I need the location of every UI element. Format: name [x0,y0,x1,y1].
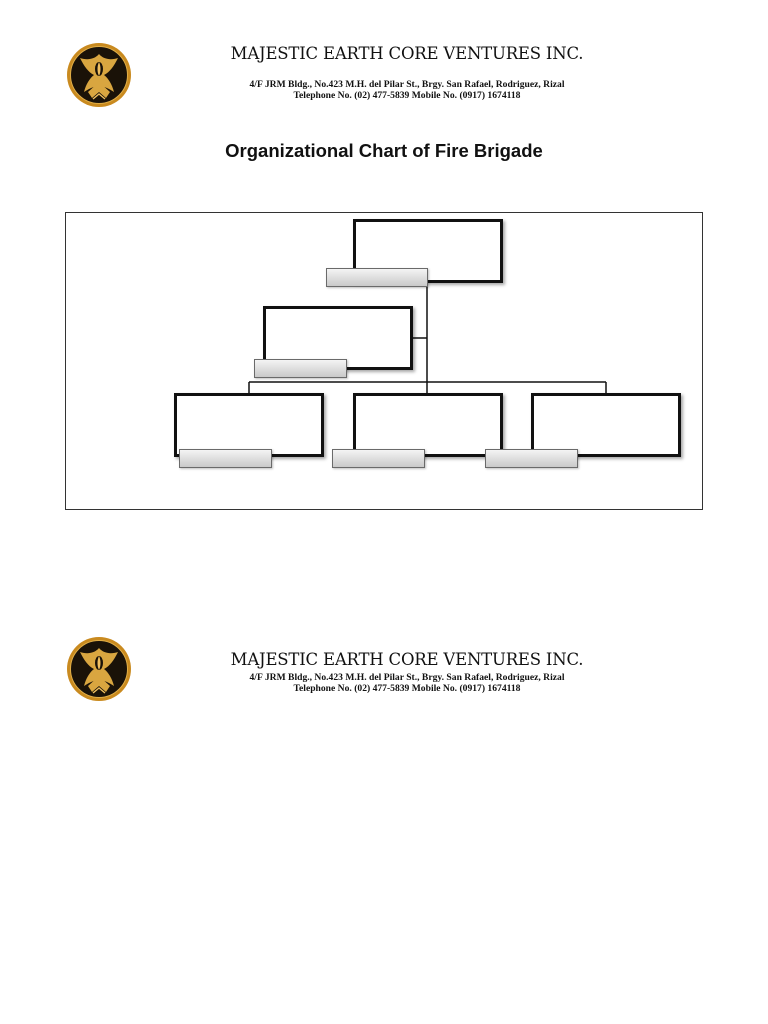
company-logo-icon [66,636,132,702]
company-phone: Telephone No. (02) 477-5839 Mobile No. (… [293,683,521,694]
letterhead-top: MAJESTIC EARTH CORE VENTURES INC. 4/F JR… [0,42,768,122]
org-label-middle[interactable] [254,359,347,378]
org-chart-frame [65,212,703,510]
org-label-bottom-left[interactable] [179,449,272,468]
company-logo-icon [66,42,132,108]
org-box-bottom-right[interactable] [531,393,681,457]
org-chart-connectors [248,281,607,394]
org-box-bottom-center[interactable] [353,393,503,457]
company-address: 4/F JRM Bldg., No.423 M.H. del Pilar St.… [249,79,565,90]
company-address: 4/F JRM Bldg., No.423 M.H. del Pilar St.… [249,672,565,683]
company-name: MAJESTIC EARTH CORE VENTURES INC. [230,44,584,63]
page-title: Organizational Chart of Fire Brigade [225,140,543,161]
org-label-bottom-right[interactable] [485,449,578,468]
company-phone: Telephone No. (02) 477-5839 Mobile No. (… [293,90,521,101]
org-label-top[interactable] [326,268,428,287]
company-name: MAJESTIC EARTH CORE VENTURES INC. [230,650,584,669]
letterhead-bottom: MAJESTIC EARTH CORE VENTURES INC. 4/F JR… [0,636,768,716]
org-label-bottom-center[interactable] [332,449,425,468]
org-box-bottom-left[interactable] [174,393,324,457]
